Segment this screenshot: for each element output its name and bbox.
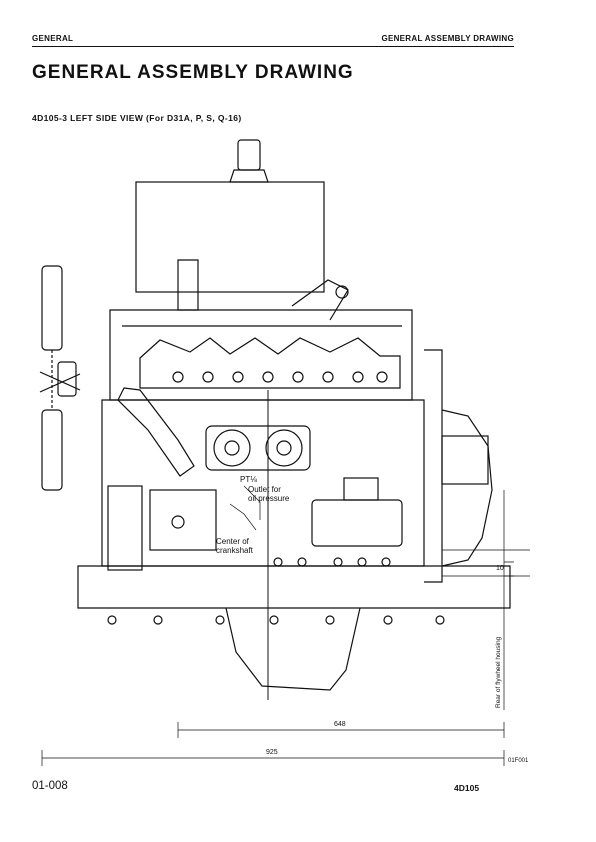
- center-label-line2: crankshaft: [216, 546, 254, 555]
- fan-blade-upper: [41, 265, 63, 351]
- header-section: GENERAL: [32, 34, 74, 43]
- header-rule: [32, 46, 514, 47]
- view-subtitle: 4D105-3 LEFT SIDE VIEW (For D31A, P, S, …: [32, 113, 242, 123]
- dim-label-648: 648: [334, 721, 346, 728]
- header-section-title: GENERAL ASSEMBLY DRAWING: [381, 34, 514, 43]
- oil-filter-right: [265, 429, 303, 467]
- outlet-label-line1: Outlet for: [248, 485, 281, 494]
- exhaust-stack: [237, 139, 261, 171]
- fan-blade-lower: [41, 409, 63, 491]
- center-label-line1: Center of: [216, 537, 250, 546]
- flywheel-housing: [424, 349, 443, 583]
- dim-label-10: 10: [496, 565, 504, 572]
- pt-label: PT⅛: [240, 475, 257, 484]
- dim-label-925: 925: [266, 749, 278, 756]
- model-code: 4D105: [454, 783, 480, 793]
- rear-housing-label: Rear of flywheel housing: [495, 636, 502, 708]
- starter-motor: [311, 499, 403, 547]
- engine-drawing: PT⅛ Outlet for oil pressure Center of cr…: [39, 139, 530, 766]
- outlet-label-line2: oil pressure: [248, 494, 290, 503]
- cylinder-head: [109, 309, 413, 401]
- exhaust-manifold: [139, 337, 401, 389]
- air-cleaner-box: [135, 181, 325, 293]
- figure-code: 01F001: [508, 758, 529, 764]
- fuel-pump: [149, 489, 217, 551]
- oil-pan: [225, 607, 361, 691]
- oil-filter-left: [213, 429, 251, 467]
- page-title: GENERAL ASSEMBLY DRAWING: [32, 62, 354, 83]
- page-number: 01-008: [32, 780, 68, 792]
